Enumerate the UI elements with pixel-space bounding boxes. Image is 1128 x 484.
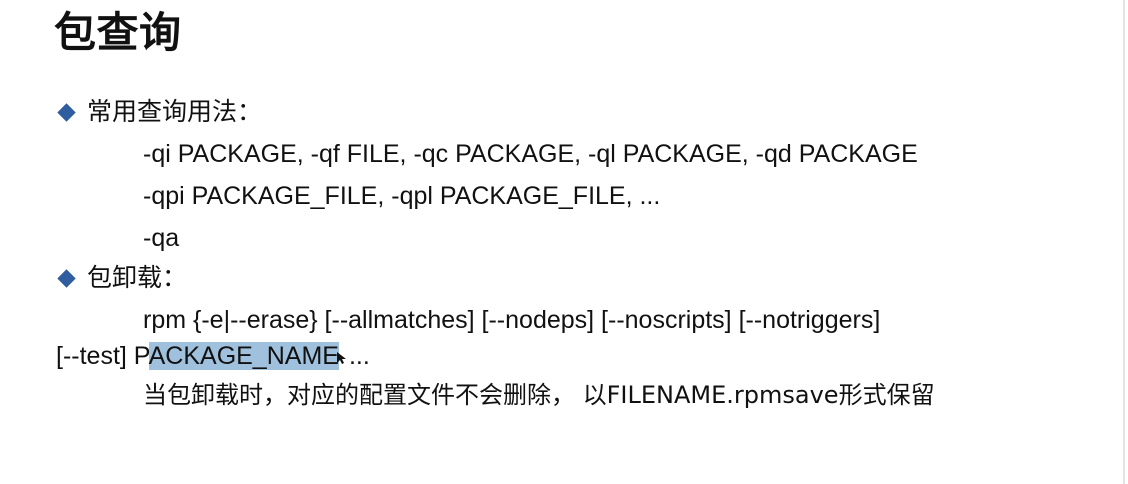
rpm-erase-command-line: rpm {-e|--erase} [--allmatches] [--nodep…: [143, 306, 881, 334]
query-options-line-2: -qpi PACKAGE_FILE, -qpl PACKAGE_FILE, ..…: [143, 182, 661, 210]
right-edge-divider: [1123, 0, 1125, 484]
rpm-erase-continuation-line: [--test] PACKAGE_NAME ...: [56, 341, 370, 371]
diamond-bullet-icon: [57, 268, 76, 288]
continuation-ellipsis: ...: [348, 342, 370, 370]
mouse-pointer-icon: [336, 351, 346, 367]
uninstall-note-line: 当包卸载时，对应的配置文件不会删除， 以FILENAME.rpmsave形式保留: [143, 381, 935, 409]
query-options-line-3: -qa: [143, 224, 180, 252]
diamond-bullet-icon: [57, 102, 76, 122]
package-uninstall-heading: 包卸载：: [87, 263, 188, 292]
selected-text-highlight: ACKAGE_NAME: [148, 342, 339, 370]
slide-title: 包查询: [54, 8, 182, 57]
query-options-line-1: -qi PACKAGE, -qf FILE, -qc PACKAGE, -ql …: [143, 140, 918, 168]
continuation-prefix: [--test] P: [56, 342, 149, 370]
bullet-common-query: 常用查询用法：: [57, 97, 263, 127]
common-query-heading: 常用查询用法：: [87, 97, 263, 126]
bullet-package-uninstall: 包卸载：: [57, 263, 188, 293]
